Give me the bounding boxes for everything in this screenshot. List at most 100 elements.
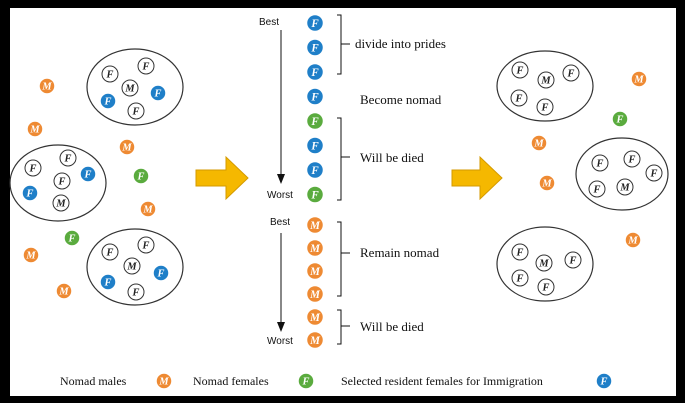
pride-right-3 [496, 226, 594, 302]
male-token-circle [630, 70, 648, 88]
pride-female-token: F [127, 102, 145, 120]
resident-female-token-letter: F [600, 377, 608, 388]
divide-into-prides-label: divide into prides [355, 36, 446, 51]
resident-female-token-letter: F [104, 97, 112, 108]
nomad-female-token: F [305, 185, 325, 204]
resident-female-token: F [149, 84, 167, 102]
male-token-letter: M [309, 289, 321, 301]
pride-female-token-letter: F [515, 94, 523, 105]
pride-male-token-circle [121, 79, 139, 97]
pride-female-token: F [588, 180, 606, 198]
resident-female-token-circle [79, 165, 97, 183]
pride-female-token-circle [101, 65, 119, 83]
pride-female-token-letter: F [132, 288, 140, 299]
pride-male-token-letter: M [126, 262, 137, 273]
pride-female-token-circle [511, 269, 529, 287]
pride-female-token-letter: F [516, 66, 524, 77]
pride-female-token-circle [645, 164, 663, 182]
resident-female-token: F [305, 160, 325, 180]
pride-female-token-circle [53, 172, 71, 190]
rank-arrow-bottom-head [277, 322, 285, 332]
pride-female-token: F [537, 278, 555, 296]
pride-female-token-circle [101, 243, 119, 261]
male-token-letter: M [633, 75, 644, 86]
resident-female-token-letter: F [84, 170, 92, 181]
pride-female-token-letter: F [58, 177, 66, 188]
nomad-female-token-letter: F [616, 115, 624, 126]
worst-label-top: Worst [267, 190, 293, 201]
male-token: M [530, 134, 548, 152]
rank-arrow-top-head [277, 174, 285, 184]
resident-female-token-letter: F [157, 269, 165, 280]
pride-male-token: M [616, 178, 634, 196]
male-token-letter: M [41, 82, 52, 93]
pride-female-token-circle [537, 278, 555, 296]
resident-female-token-letter: F [310, 42, 319, 54]
resident-female-token: F [595, 372, 613, 390]
pride-male-token: M [537, 71, 555, 89]
nomad-female-token-letter: F [68, 234, 76, 245]
male-token-letter: M [541, 179, 552, 190]
resident-female-token: F [305, 13, 325, 33]
resident-female-token-circle [152, 264, 170, 282]
male-token-circle [530, 134, 548, 152]
resident-female-token-circle [149, 84, 167, 102]
pride-female-token-circle [511, 61, 529, 79]
nomad-female-token-letter: F [310, 189, 319, 201]
resident-female-token-letter: F [310, 67, 319, 79]
pride-female-token-circle [24, 159, 42, 177]
nomad-female-token-circle [305, 185, 325, 204]
nomad-female-token: F [611, 110, 629, 128]
nomad-female-token-letter: F [302, 377, 310, 388]
will-be-died-label-1: Will be died [360, 150, 424, 165]
nomad-female-token-circle [305, 111, 325, 131]
resident-female-token: F [99, 273, 117, 291]
male-token-letter: M [309, 220, 321, 232]
male-token: M [26, 120, 44, 138]
pride-female-token-letter: F [650, 169, 658, 180]
pride-male-token: M [121, 79, 139, 97]
pride-female-token-letter: F [106, 248, 114, 259]
male-token-circle [305, 261, 325, 281]
pride-female-token: F [24, 159, 42, 177]
resident-female-token-circle [595, 372, 613, 390]
resident-female-token-letter: F [310, 91, 319, 103]
nomad-female-token-letter: F [310, 116, 319, 128]
male-token-letter: M [25, 251, 36, 262]
male-token-circle [305, 284, 325, 304]
nomad-female-token-circle [297, 372, 315, 390]
nomad-female-token: F [297, 372, 315, 390]
pride-female-token-circle [588, 180, 606, 198]
male-token: M [155, 372, 173, 390]
nomad-female-token: F [132, 167, 150, 185]
will-be-died-label-2: Will be died [360, 319, 424, 334]
male-token-circle [26, 120, 44, 138]
pride-male-token-circle [123, 257, 141, 275]
resident-female-token: F [21, 184, 39, 202]
nomad-female-token: F [63, 229, 81, 247]
male-token-letter: M [309, 266, 321, 278]
male-token-letter: M [29, 125, 40, 136]
nomad-female-token-circle [132, 167, 150, 185]
male-token: M [305, 307, 325, 327]
resident-female-token: F [99, 92, 117, 110]
pride-male-token-letter: M [619, 183, 630, 194]
resident-female-token-letter: F [154, 89, 162, 100]
pride-female-token: F [137, 57, 155, 75]
resident-female-token: F [305, 62, 325, 82]
pride-male-token-circle [535, 254, 553, 272]
pride-female-token-letter: F [541, 103, 549, 114]
male-token: M [305, 215, 325, 235]
pride-female-token: F [511, 243, 529, 261]
male-token: M [38, 77, 56, 95]
male-token-letter: M [58, 287, 69, 298]
legend-selected-resident-label: Selected resident females for Immigratio… [341, 374, 543, 388]
male-token: M [139, 200, 157, 218]
pride-female-token: F [536, 98, 554, 116]
resident-female-token: F [79, 165, 97, 183]
legend-nomad-females-label: Nomad females [193, 374, 269, 388]
male-token-circle [305, 330, 325, 350]
pride-female-token-circle [137, 57, 155, 75]
